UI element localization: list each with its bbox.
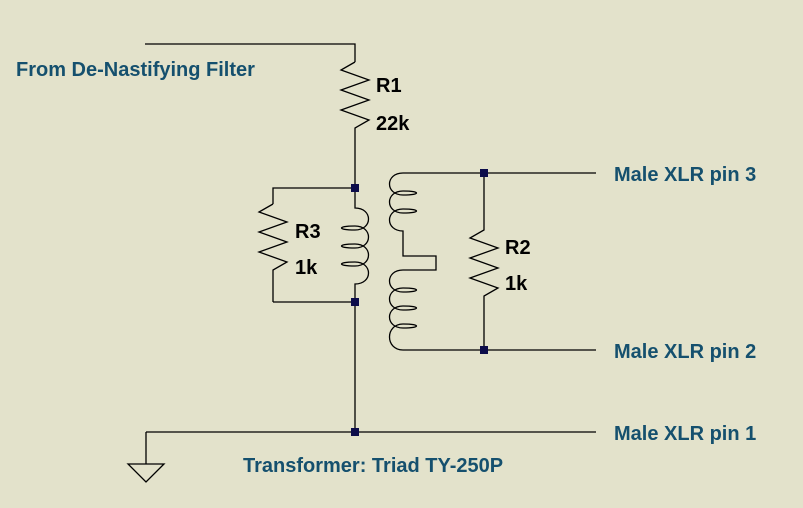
xlr-pin1-label: Male XLR pin 1 (614, 423, 756, 445)
input-wire (145, 43, 356, 62)
ground-symbol (126, 463, 166, 483)
r2-value: 1k (505, 273, 528, 295)
r1-name: R1 (376, 75, 402, 97)
xlr-pin3-label: Male XLR pin 3 (614, 164, 756, 186)
r3-name: R3 (295, 221, 321, 243)
resistor-r2 (468, 173, 500, 350)
transformer-secondary-coil (388, 172, 484, 351)
ground-wire (145, 431, 596, 464)
junction-r1-primary (351, 184, 359, 192)
junction-ground (351, 428, 359, 436)
junction-primary-bottom (351, 298, 359, 306)
primary-bottom-wire (273, 301, 356, 432)
xlr-pin2-label: Male XLR pin 2 (614, 341, 756, 363)
r2-name: R2 (505, 237, 531, 259)
input-label: From De-Nastifying Filter (16, 59, 255, 81)
resistor-r3 (257, 203, 289, 302)
resistor-r1 (339, 61, 371, 188)
primary-top-wire (272, 187, 355, 204)
transformer-primary-coil (340, 188, 370, 302)
junction-pin2 (480, 346, 488, 354)
junction-pin3 (480, 169, 488, 177)
r1-value: 22k (376, 113, 410, 135)
transformer-label: Transformer: Triad TY-250P (243, 455, 503, 477)
r3-value: 1k (295, 257, 318, 279)
